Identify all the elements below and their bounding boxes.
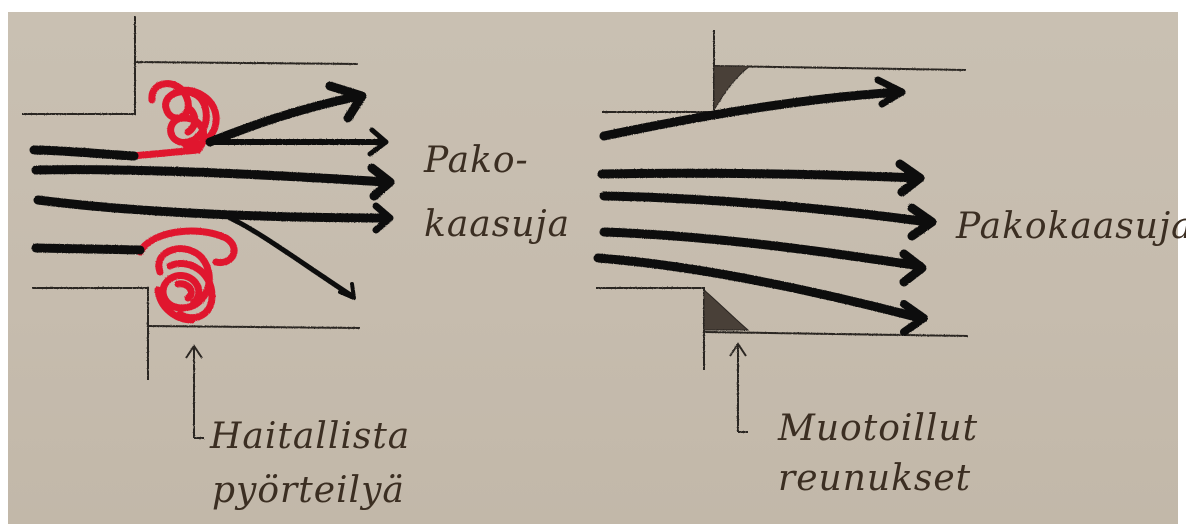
- left-arrow-4: [36, 248, 140, 250]
- right-wall-bottom-outlet: [704, 332, 968, 336]
- right-arrow-1: [604, 92, 900, 136]
- left-wall-bottom-outlet: [148, 326, 360, 328]
- right-annotation-line2: reunukset: [778, 458, 971, 499]
- left-diagram: [22, 16, 390, 438]
- left-annotation-pointer: [186, 346, 204, 438]
- left-arrow-1: [34, 150, 134, 156]
- left-vortex-top: [132, 84, 216, 156]
- right-wall-bottom-inlet: [596, 288, 704, 370]
- left-annotation-line1: Haitallista: [209, 416, 410, 457]
- left-wall-bottom-inlet: [32, 288, 148, 380]
- left-arrow-2: [36, 170, 386, 182]
- right-wall-top-outlet: [714, 66, 966, 70]
- left-arrow-top-upper: [210, 96, 360, 142]
- left-wall-top-outlet: [135, 62, 358, 64]
- left-pipe-walls: [22, 16, 360, 380]
- left-exhaust-label-line1: Pako-: [423, 140, 529, 181]
- left-flow-arrows: [34, 86, 390, 298]
- left-exhaust-label-line2: kaasuja: [424, 204, 570, 245]
- right-exhaust-label: Pakokaasuja: [955, 206, 1186, 247]
- right-annotation-pointer: [730, 344, 748, 432]
- right-diagram: [596, 30, 968, 432]
- right-flow-arrows: [598, 80, 932, 332]
- left-annotation-line2: pyörteilyä: [212, 470, 405, 511]
- right-fillet-bottom: [704, 290, 748, 330]
- right-fillet-top: [714, 66, 750, 110]
- left-vortex-bottom: [140, 231, 234, 320]
- right-arrow-3: [604, 196, 928, 222]
- left-arrow-4-diag: [230, 218, 352, 296]
- right-arrow-2: [602, 173, 916, 178]
- left-wall-top-inlet: [22, 16, 135, 114]
- right-annotation-line1: Muotoillut: [777, 408, 978, 449]
- left-arrow-3: [38, 200, 388, 218]
- right-wall-top-inlet: [602, 30, 714, 112]
